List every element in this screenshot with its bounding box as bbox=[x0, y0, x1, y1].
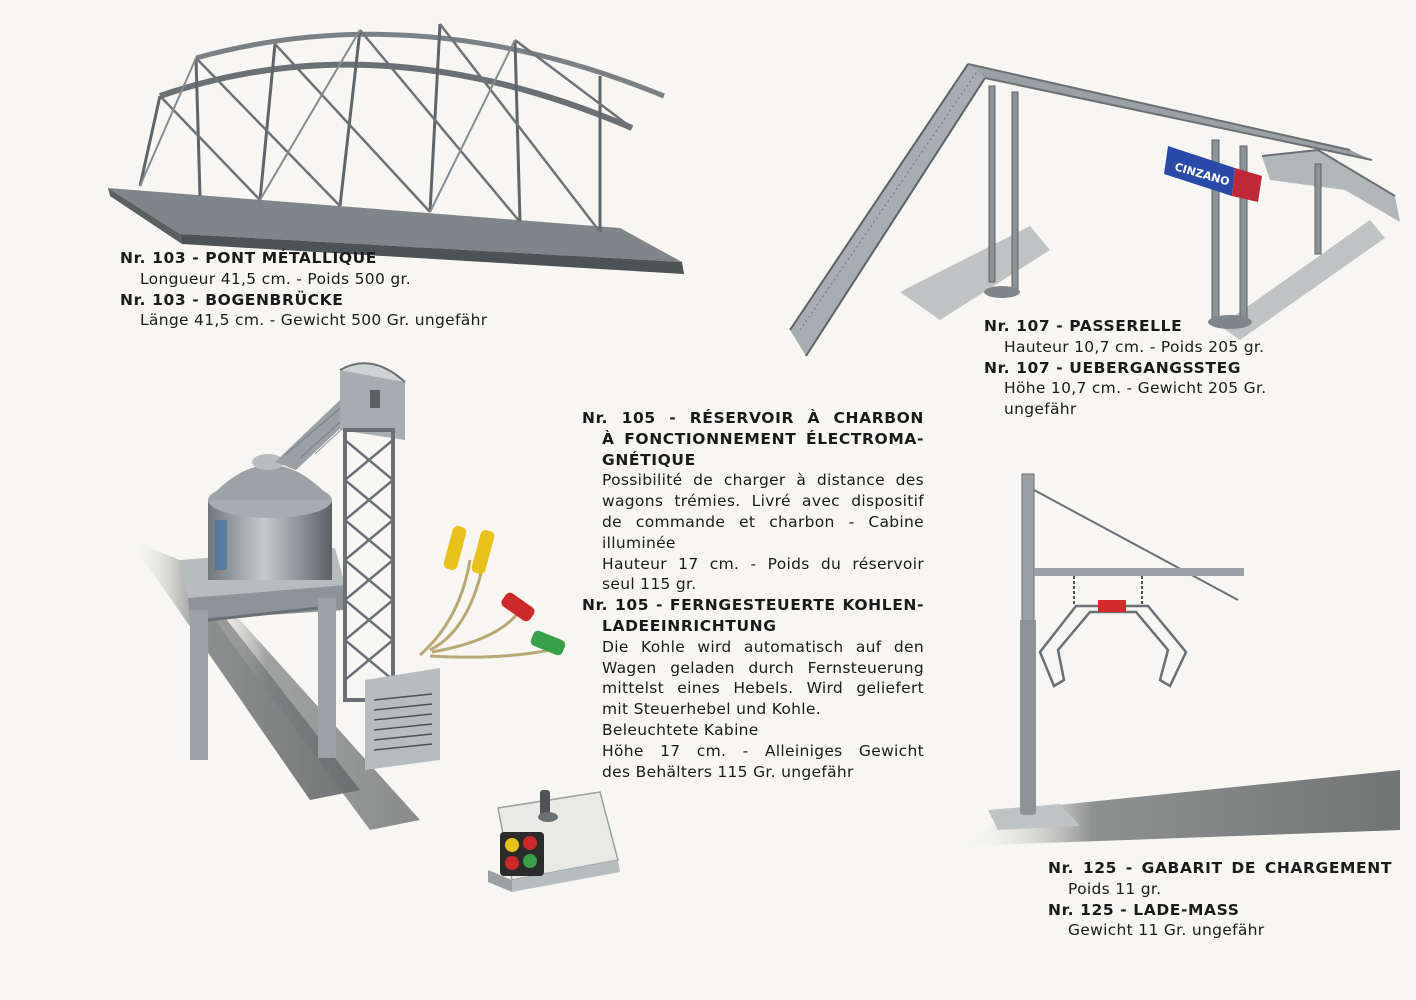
gauge-fr-desc: Poids 11 gr. bbox=[1068, 879, 1162, 898]
coal-fr-desc-2: wagons trémies. Livré avec dispositif bbox=[602, 492, 924, 511]
coal-fr-desc-5: Hauteur 17 cm. - Poids du réservoir bbox=[602, 554, 924, 573]
coal-fr-title-2: À FONCTIONNEMENT ÉLECTROMA- bbox=[602, 429, 924, 448]
coal-de-title-1: Nr. 105 - FERNGESTEUERTE KOHLEN- bbox=[582, 596, 924, 615]
footbridge-de-title: Nr. 107 - UEBERGANGSSTEG bbox=[984, 358, 1242, 377]
bridge-fr-desc: Longueur 41,5 cm. - Poids 500 gr. bbox=[140, 269, 411, 288]
footbridge-text: Nr. 107 - PASSERELLE Hauteur 10,7 cm. - … bbox=[984, 316, 1344, 420]
coal-de-desc-2: Wagen geladen durch Fernsteuerung bbox=[602, 658, 924, 677]
truss-bridge-illustration bbox=[108, 23, 684, 274]
coal-de-desc-6: Höhe 17 cm. - Alleiniges Gewicht bbox=[602, 741, 924, 760]
footbridge-fr-title: Nr. 107 - PASSERELLE bbox=[984, 317, 1183, 335]
coal-de-title-2: LADEEINRICHTUNG bbox=[602, 616, 777, 635]
coal-de-desc-1: Die Kohle wird automatisch auf den bbox=[602, 637, 924, 656]
gauge-fr-title: Nr. 125 - GABARIT DE CHARGEMENT bbox=[1048, 859, 1392, 877]
coal-de-desc-4: mit Steuerhebel und Kohle. bbox=[602, 700, 821, 719]
coal-fr-desc-4: illuminée bbox=[602, 533, 676, 552]
footbridge-fr-desc: Hauteur 10,7 cm. - Poids 205 gr. bbox=[1004, 337, 1265, 356]
coal-de-desc-3: mittelst eines Hebels. Wird geliefert bbox=[602, 679, 924, 698]
coal-fr-desc-3: de commande et charbon - Cabine bbox=[602, 512, 924, 531]
coal-fr-title-3: GNÉTIQUE bbox=[602, 450, 696, 469]
coal-fr-title-1: Nr. 105 - RÉSERVOIR À CHARBON bbox=[582, 409, 924, 427]
coal-de-desc-7: des Behälters 115 Gr. ungefähr bbox=[602, 762, 854, 781]
bridge-de-desc: Länge 41,5 cm. - Gewicht 500 Gr. ungefäh… bbox=[140, 311, 488, 330]
coal-de-desc-5: Beleuchtete Kabine bbox=[602, 720, 759, 739]
footbridge-de-desc-1: Höhe 10,7 cm. - Gewicht 205 Gr. bbox=[1004, 379, 1267, 398]
gauge-de-title: Nr. 125 - LADE-MASS bbox=[1048, 900, 1240, 919]
bridge-fr-title: Nr. 103 - PONT MÉTALLIQUE bbox=[120, 249, 377, 267]
bridge-text: Nr. 103 - PONT MÉTALLIQUE Longueur 41,5 … bbox=[120, 248, 560, 331]
bridge-de-title: Nr. 103 - BOGENBRÜCKE bbox=[120, 290, 344, 309]
gauge-text: Nr. 125 - GABARIT DE CHARGEMENT Poids 11… bbox=[1048, 858, 1392, 941]
coal-text: Nr. 105 - RÉSERVOIR À CHARBON À FONCTION… bbox=[582, 408, 924, 782]
footbridge-de-desc-2: ungefähr bbox=[1004, 400, 1077, 419]
coal-fr-desc-1: Possibilité de charger à distance des bbox=[602, 471, 924, 490]
coal-fr-desc-6: seul 115 gr. bbox=[602, 575, 697, 594]
gauge-de-desc: Gewicht 11 Gr. ungefähr bbox=[1068, 921, 1265, 940]
loading-gauge-illustration bbox=[962, 473, 1400, 846]
coal-loader-illustration bbox=[130, 362, 566, 830]
footbridge-illustration: CINZANO bbox=[789, 63, 1400, 357]
control-box-illustration bbox=[488, 790, 620, 892]
